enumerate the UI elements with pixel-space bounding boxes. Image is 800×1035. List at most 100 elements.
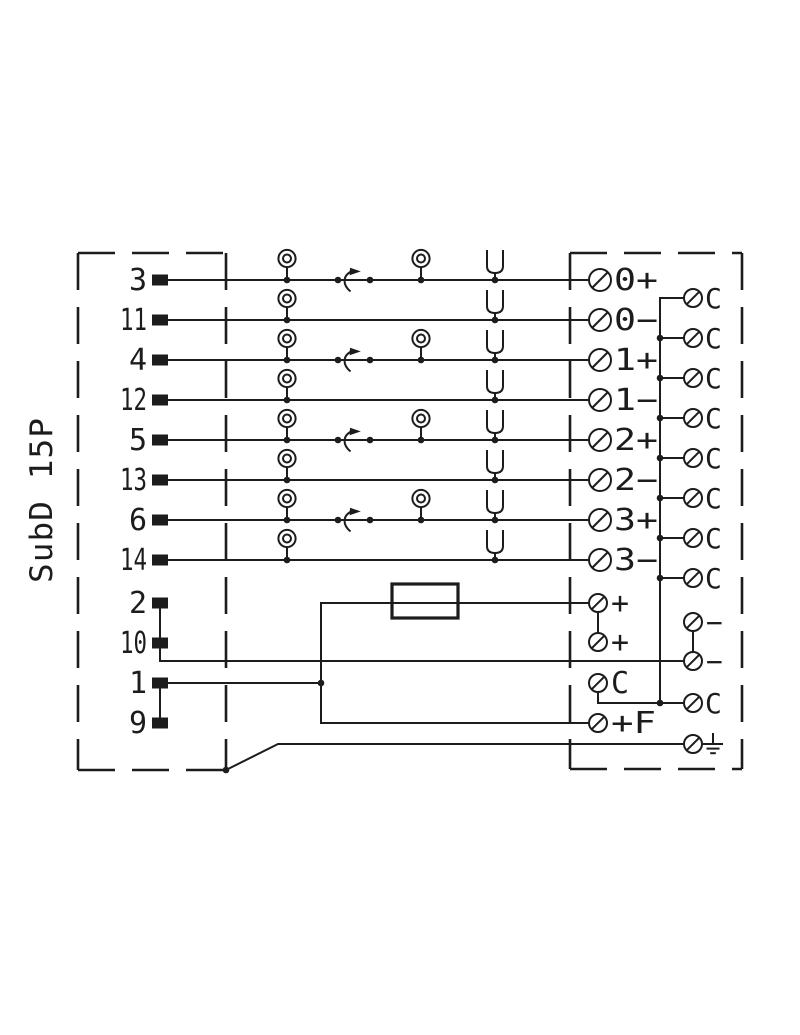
terminal-label: − — [706, 606, 723, 639]
terminal-label: − — [706, 645, 723, 678]
terminal-label: C — [705, 562, 722, 595]
terminal-label: 0− — [614, 303, 658, 338]
power-terminal-labels: + + C +F — [611, 586, 656, 741]
test-point-icon — [411, 248, 431, 285]
pin-label: 13 — [120, 463, 147, 498]
socket-icon — [486, 369, 504, 405]
signal-terminal-labels: 0+ 0− 1+ 1− 2+ 2− 3+ 3− — [614, 263, 658, 578]
pin-label: 10 — [120, 626, 147, 661]
pin-square — [152, 677, 168, 689]
pin-label: 6 — [129, 503, 147, 538]
socket-icon — [486, 289, 504, 325]
terminal-label: C — [705, 482, 722, 515]
terminal-label: C — [705, 282, 722, 315]
pin-square — [152, 274, 168, 286]
screw-terminal-icon — [588, 348, 612, 372]
terminal-label: 0+ — [614, 263, 658, 298]
pin-square — [152, 394, 168, 406]
pin-label: 4 — [129, 343, 147, 378]
socket-icon — [486, 249, 504, 285]
connector-title: SubD 15P — [24, 417, 60, 583]
terminal-label: C — [705, 442, 722, 475]
screw-terminal-icon — [588, 548, 612, 572]
screw-terminal-icon — [588, 388, 612, 412]
pin-square — [152, 554, 168, 566]
pin-label: 12 — [120, 383, 147, 418]
pin-label: 5 — [129, 423, 147, 458]
pin-square — [152, 514, 168, 526]
screw-terminal-icon — [588, 428, 612, 452]
pin-label: 2 — [129, 586, 147, 621]
test-point-icon — [277, 328, 297, 365]
power-wires — [159, 582, 694, 724]
pin-square — [152, 354, 168, 366]
pin-square — [152, 314, 168, 326]
screw-terminal-icon — [683, 408, 703, 428]
fuse-symbol — [390, 582, 460, 620]
screw-terminal-icon — [683, 288, 703, 308]
subd-connector-box — [76, 251, 228, 772]
pin-square — [152, 717, 168, 729]
terminal-label: 1− — [614, 383, 658, 418]
pin-square — [152, 434, 168, 446]
socket-icon — [486, 529, 504, 565]
screw-terminal-icon — [588, 673, 608, 693]
pin-label: 1 — [129, 666, 147, 701]
terminal-label: +F — [611, 706, 656, 741]
screw-terminal-icon — [588, 508, 612, 532]
terminal-label: C — [705, 522, 722, 555]
screw-terminal-icon — [683, 488, 703, 508]
terminal-label: + — [611, 625, 629, 660]
screw-terminal-icon — [588, 308, 612, 332]
test-point-icon — [277, 488, 297, 525]
test-points — [277, 248, 431, 565]
terminal-label: 2+ — [614, 423, 658, 458]
test-point-icon — [411, 488, 431, 525]
screw-terminal-icon — [683, 651, 703, 671]
pin-square — [152, 474, 168, 486]
test-point-icon — [277, 248, 297, 285]
terminal-block-box — [568, 251, 744, 771]
terminal-label: + — [611, 586, 629, 621]
terminal-label: C — [705, 402, 722, 435]
screw-terminal-icon — [683, 328, 703, 348]
screw-terminal-icon — [683, 612, 703, 632]
pin-labels: 3 11 4 12 5 13 6 14 2 10 1 9 — [120, 263, 147, 741]
pin-label: 11 — [120, 303, 147, 338]
screw-terminal-icon — [588, 593, 608, 613]
pin-label: 3 — [129, 263, 147, 298]
test-point-icon — [277, 408, 297, 445]
sockets — [486, 249, 504, 565]
socket-icon — [486, 329, 504, 365]
test-point-icon — [277, 368, 297, 405]
pin-label: 14 — [120, 543, 147, 578]
terminal-label: 3+ — [614, 503, 658, 538]
socket-icon — [486, 409, 504, 445]
test-point-icon — [411, 408, 431, 445]
common-terminal-labels: C C C C C C C C − − C — [705, 282, 723, 720]
signal-terminals — [588, 268, 612, 572]
signal-wires — [168, 279, 589, 561]
pin-square — [152, 597, 168, 609]
pin-square — [152, 637, 168, 649]
test-point-icon — [277, 288, 297, 325]
socket-icon — [486, 449, 504, 485]
screw-terminal-icon — [683, 693, 703, 713]
screw-terminal-icon — [683, 448, 703, 468]
terminal-label: 2− — [614, 463, 658, 498]
screw-terminal-icon — [683, 734, 703, 754]
terminal-label: C — [705, 362, 722, 395]
pin-label: 9 — [129, 706, 147, 741]
terminal-label: C — [705, 687, 722, 720]
terminal-label: C — [611, 666, 629, 701]
earth-icon — [702, 732, 724, 755]
terminal-label: C — [705, 322, 722, 355]
screw-terminal-icon — [683, 528, 703, 548]
test-point-icon — [411, 328, 431, 365]
test-point-icon — [277, 528, 297, 565]
terminal-label: 1+ — [614, 343, 658, 378]
screw-terminal-icon — [588, 268, 612, 292]
common-bus — [597, 297, 684, 707]
test-point-icon — [277, 448, 297, 485]
